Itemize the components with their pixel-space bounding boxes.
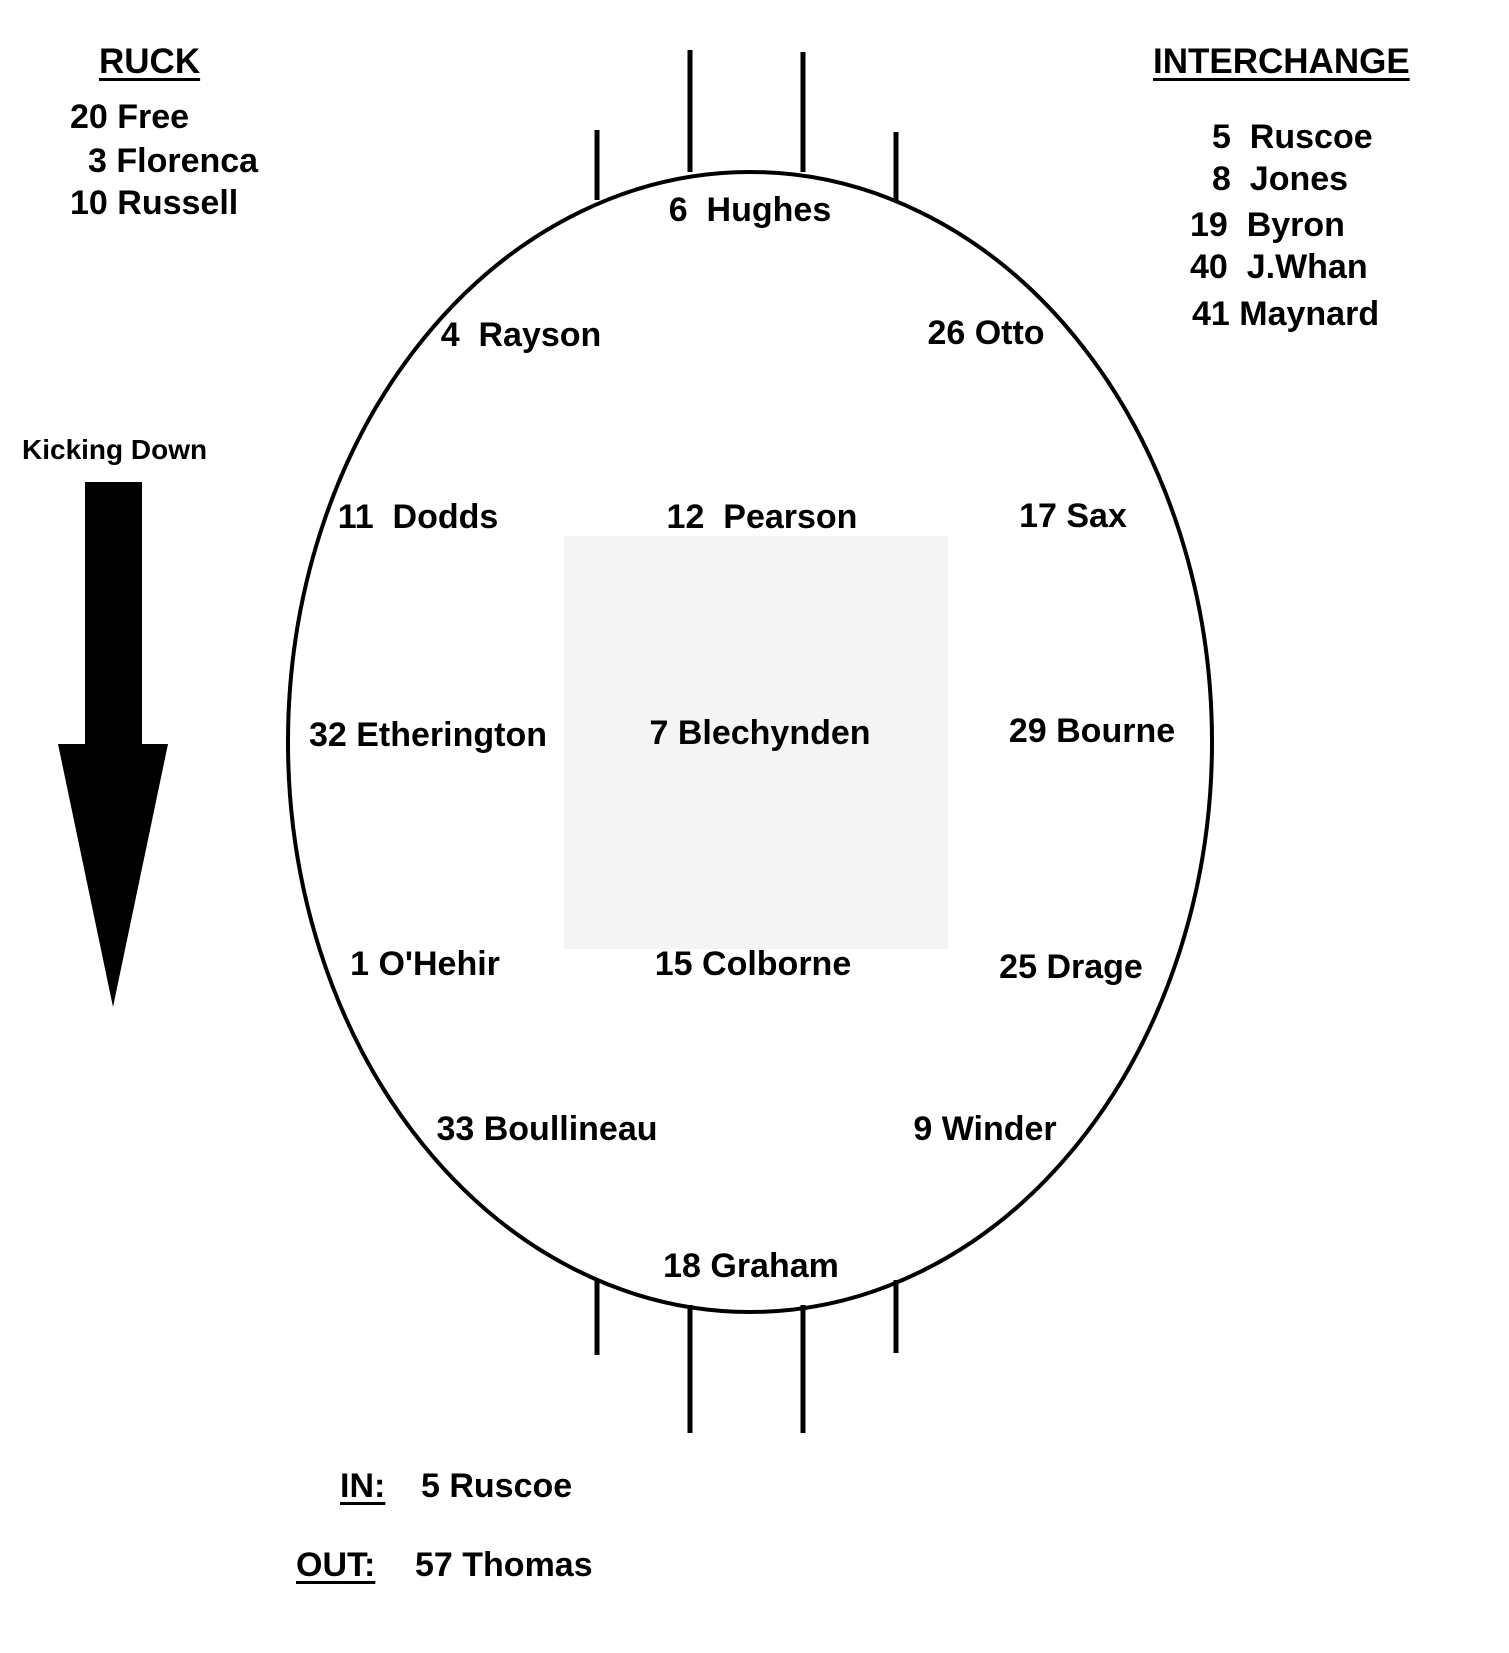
ruck-heading: RUCK [99,42,201,81]
position-half-forward-left: 1 O'Hehir [350,945,500,983]
position-wing-right: 29 Bourne [1008,712,1176,750]
down-arrow-icon [58,482,168,1007]
position-half-forward-right: 25 Drage [999,948,1143,986]
interchange-player-2: 8 Jones [1212,160,1349,198]
position-forward-pocket-right: 9 Winder [913,1110,1057,1148]
interchange-heading: INTERCHANGE [1153,42,1410,81]
in-label: IN: [340,1467,386,1505]
interchange-player-3: 19 Byron [1190,206,1345,244]
kicking-direction-label: Kicking Down [22,434,208,465]
position-full-back: 6 Hughes [668,191,832,229]
position-back-pocket-left: 4 Rayson [440,316,602,354]
interchange-player-4: 40 J.Whan [1190,248,1368,286]
position-centre: 7 Blechynden [649,714,871,752]
out-player: 57 Thomas [415,1546,593,1584]
position-half-back-left: 11 Dodds [337,498,499,536]
position-centre-half-forward: 15 Colborne [654,945,852,983]
position-wing-left: 32 Etherington [308,716,548,754]
out-label: OUT: [296,1546,376,1584]
in-player: 5 Ruscoe [421,1467,573,1505]
centre-square [564,536,948,949]
interchange-player-1: 5 Ruscoe [1212,118,1373,156]
position-forward-pocket-left: 33 Boullineau [436,1110,658,1148]
position-centre-half-back: 12 Pearson [666,498,858,536]
interchange-player-5: 41 Maynard [1192,295,1380,333]
position-full-forward: 18 Graham [663,1247,839,1285]
ruck-player-2: 3 Florenca [88,142,259,180]
ruck-player-1: 20 Free [70,98,190,136]
ruck-player-3: 10 Russell [70,184,239,222]
position-half-back-right: 17 Sax [1019,497,1127,535]
position-back-pocket-right: 26 Otto [927,314,1045,352]
field-boundary [286,170,1214,1314]
